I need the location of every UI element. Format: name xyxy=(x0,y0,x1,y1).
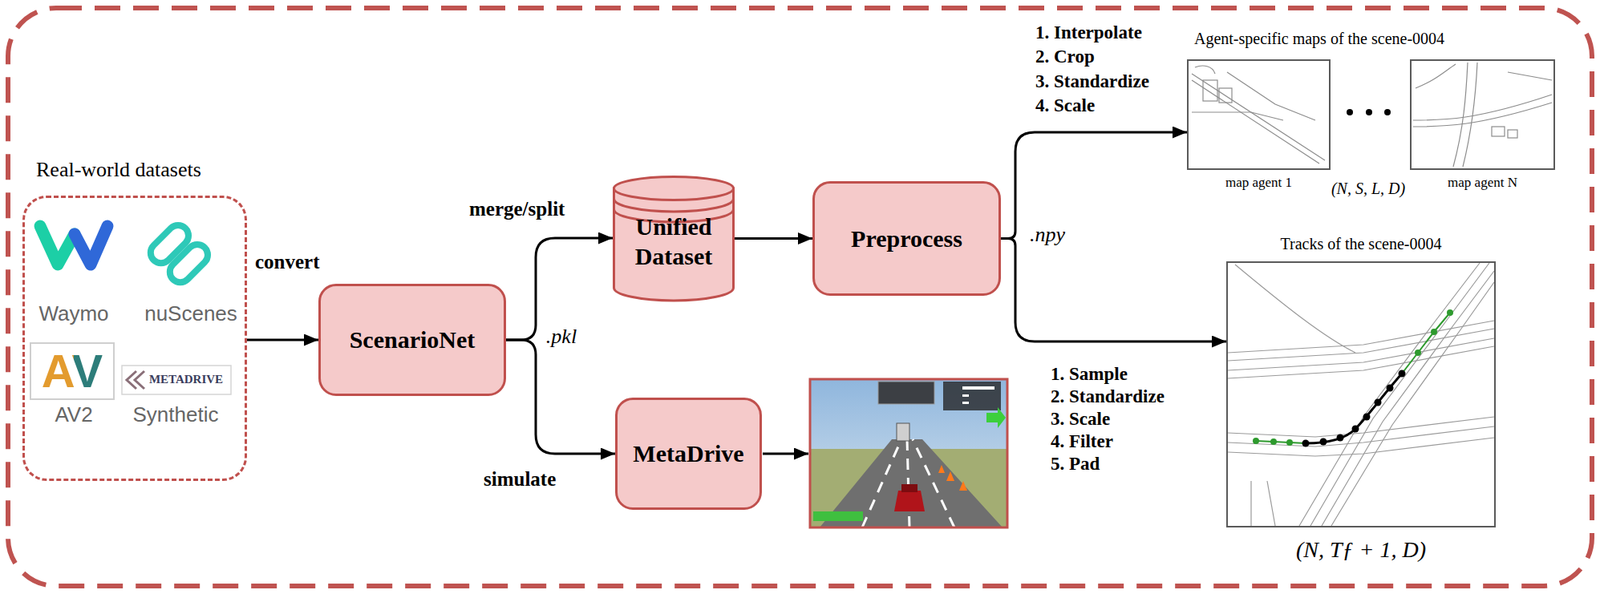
step-item: 4. Filter xyxy=(1050,431,1114,453)
dataset-group: Real-world datasets xyxy=(22,195,248,482)
logo-mark: METADRIVE xyxy=(149,372,223,387)
file-extension: .npy xyxy=(1029,222,1066,248)
edge-label: convert xyxy=(255,251,320,275)
simulator-box: MetaDrive xyxy=(615,397,762,511)
av2-logo-frame xyxy=(30,343,114,400)
map-panel: map agent N xyxy=(1409,59,1556,171)
flow-arrow xyxy=(247,339,319,342)
panel-caption: Real-world datasets xyxy=(36,157,202,183)
agent-map-n-drawing xyxy=(1413,62,1552,167)
step-item: 5. Pad xyxy=(1050,453,1100,475)
step-item: 1. Sample xyxy=(1050,364,1128,385)
node-label: Preprocess xyxy=(850,225,963,253)
map-ellipsis xyxy=(1346,109,1391,116)
edge-label: simulate xyxy=(483,468,556,492)
node-label: ScenarioNet xyxy=(349,326,476,354)
process-box: Preprocess xyxy=(812,181,1001,296)
nuscenes-logo xyxy=(145,221,212,288)
logo-name: AV2 xyxy=(54,403,93,428)
tensor-shape: (N, Tƒ + 1, D) xyxy=(1296,537,1426,564)
flow-arrow xyxy=(506,238,613,341)
step-item: 2. Crop xyxy=(1035,46,1095,68)
tracks-panel: Tracks of the scene-0004 xyxy=(1226,261,1496,528)
step-item: 2. Standardize xyxy=(1050,386,1165,408)
outer-dashed-border xyxy=(8,8,1592,587)
flow-arrow xyxy=(734,237,813,240)
step-item: 1. Interpolate xyxy=(1035,22,1143,44)
metadrive-logo xyxy=(121,365,231,395)
file-extension: .pkl xyxy=(546,324,577,349)
map-panel: map agent 1 xyxy=(1186,59,1331,171)
step-item: 3. Standardize xyxy=(1035,71,1150,93)
step-item: 4. Scale xyxy=(1035,95,1095,117)
process-box: ScenarioNet xyxy=(318,283,507,397)
flow-arrow xyxy=(1000,132,1187,239)
step-item: 3. Scale xyxy=(1050,409,1110,430)
database-cylinder: Unified Dataset xyxy=(612,175,735,301)
node-label: Unified Dataset xyxy=(622,212,726,272)
flow-arrow xyxy=(506,340,616,454)
panel-caption: map agent 1 xyxy=(1225,174,1293,191)
tensor-shape: (N, S, L, D) xyxy=(1331,179,1406,199)
waymo-logo xyxy=(40,226,108,265)
tracks-drawing xyxy=(1227,263,1495,527)
simulator-screenshot xyxy=(810,379,1008,528)
edge-label: merge/split xyxy=(469,198,565,222)
node-label: MetaDrive xyxy=(632,440,744,468)
logo-mark: AV xyxy=(41,344,103,399)
simulate-arrow xyxy=(762,453,809,456)
logo-name: nuScenes xyxy=(144,302,238,327)
panel-heading: Agent-specific maps of the scene-0004 xyxy=(1194,29,1445,49)
logo-name: Synthetic xyxy=(133,403,219,428)
logo-name: Waymo xyxy=(38,302,109,327)
flow-arrow xyxy=(1000,238,1227,343)
panel-caption: map agent N xyxy=(1447,174,1518,191)
agent-map-1-drawing xyxy=(1191,65,1325,164)
panel-caption: Tracks of the scene-0004 xyxy=(1280,234,1443,254)
